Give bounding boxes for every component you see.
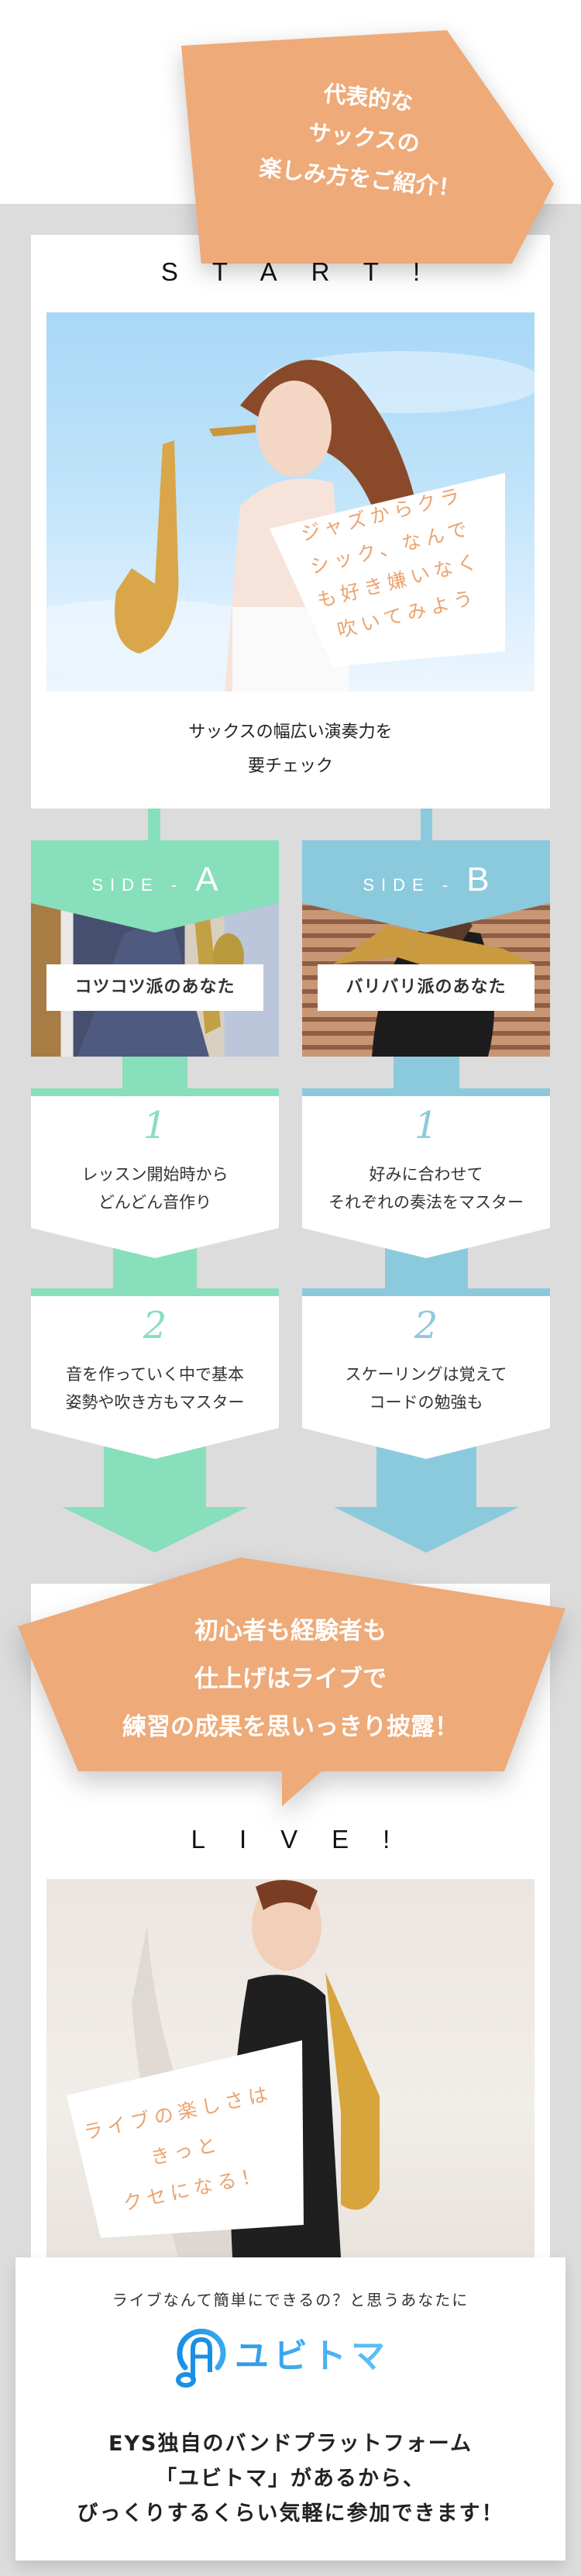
side-letter: B (466, 860, 490, 898)
side-a-step-1: 1 レッスン開始時から どんどん音作り (31, 1106, 279, 1216)
live-speech-bubble (18, 1557, 566, 1806)
side-b-label: バリバリ派のあなた (318, 964, 535, 1011)
body-line: 「ユビトマ」があるから、 (156, 2467, 425, 2491)
arrow-down-a-icon (62, 1434, 248, 1553)
side-a-label: コツコツ派のあなた (46, 964, 263, 1011)
side-b-step-2: 2 スケーリングは覚えて コードの勉強も (302, 1306, 550, 1416)
body-line: びっくりするくらい気軽に参加できます！ (77, 2502, 504, 2526)
side-b-title: SIDE - B (302, 860, 550, 899)
step-line: レッスン開始時から (81, 1165, 229, 1184)
saxophonist-illustration (46, 351, 535, 691)
step-line: スケーリングは覚えて (345, 1365, 507, 1384)
yubitoma-lead: ライブなんて簡単にできるの？と思うあなたに (112, 2291, 469, 2309)
arrow-down-b-icon (334, 1434, 519, 1553)
step-line: それぞれの奏法をマスター (328, 1193, 524, 1212)
live-bubble-line: 練習の成果を思いっきり披露！ (122, 1713, 459, 1741)
step-boxes (31, 1088, 550, 1459)
live-bubble-text: 初心者も経験者も 仕上げはライブで 練習の成果を思いっきり披露！ (31, 1607, 550, 1751)
side-word: SIDE - (363, 875, 456, 895)
step-number: 2 (414, 1304, 438, 1347)
live-sign-card (67, 2040, 304, 2238)
side-a-header (31, 840, 279, 933)
step-number: 1 (414, 1104, 438, 1147)
side-a-title: SIDE - A (31, 860, 279, 899)
live-title: LIVE! (191, 1825, 425, 1854)
live-bubble-line: 仕上げはライブで (194, 1665, 387, 1693)
yubitoma-card: ライブなんて簡単にできるの？と思うあなたに ユビトマ EYS独自のバンドプラット… (15, 2257, 566, 2560)
side-word: SIDE - (91, 875, 184, 895)
step-number: 1 (143, 1104, 167, 1147)
step-number: 2 (143, 1304, 167, 1347)
yubitoma-logo-text: ユビトマ (235, 2336, 390, 2376)
step-line: コードの勉強も (369, 1393, 483, 1412)
flow-arrows (62, 1434, 519, 1553)
intro-speech-bubble (181, 30, 554, 264)
step-line: 音を作っていく中で基本 (66, 1365, 244, 1384)
step-line: どんどん音作り (98, 1193, 212, 1212)
step-line: 好みに合わせて (369, 1165, 483, 1184)
caption-line: サックスの幅広い演奏力を (188, 722, 393, 742)
caption-line: 要チェック (247, 757, 333, 776)
body-line: EYS独自のバンドプラットフォーム (108, 2432, 473, 2456)
connector-b (421, 809, 432, 840)
yubitoma-logo[interactable]: ユビトマ (174, 2326, 414, 2388)
side-b-header (302, 840, 550, 933)
live-bubble-line: 初心者も経験者も (194, 1617, 387, 1645)
side-letter: A (195, 860, 218, 898)
yubitoma-logo-icon (176, 2328, 226, 2388)
yubitoma-body: EYS独自のバンドプラットフォーム 「ユビトマ」があるから、 びっくりするくらい… (15, 2426, 566, 2531)
step-line: 姿勢や吹き方もマスター (65, 1393, 245, 1412)
side-a-step-2: 2 音を作っていく中で基本 姿勢や吹き方もマスター (31, 1306, 279, 1416)
start-caption: サックスの幅広い演奏力を 要チェック (31, 716, 550, 784)
connector-a-step1 (122, 1057, 187, 1091)
connector-a (148, 809, 160, 840)
start-sign-card (270, 473, 505, 667)
start-title: START! (160, 257, 455, 286)
side-b-step-1: 1 好みに合わせて それぞれの奏法をマスター (302, 1106, 550, 1216)
connector-b-step1 (394, 1057, 459, 1091)
